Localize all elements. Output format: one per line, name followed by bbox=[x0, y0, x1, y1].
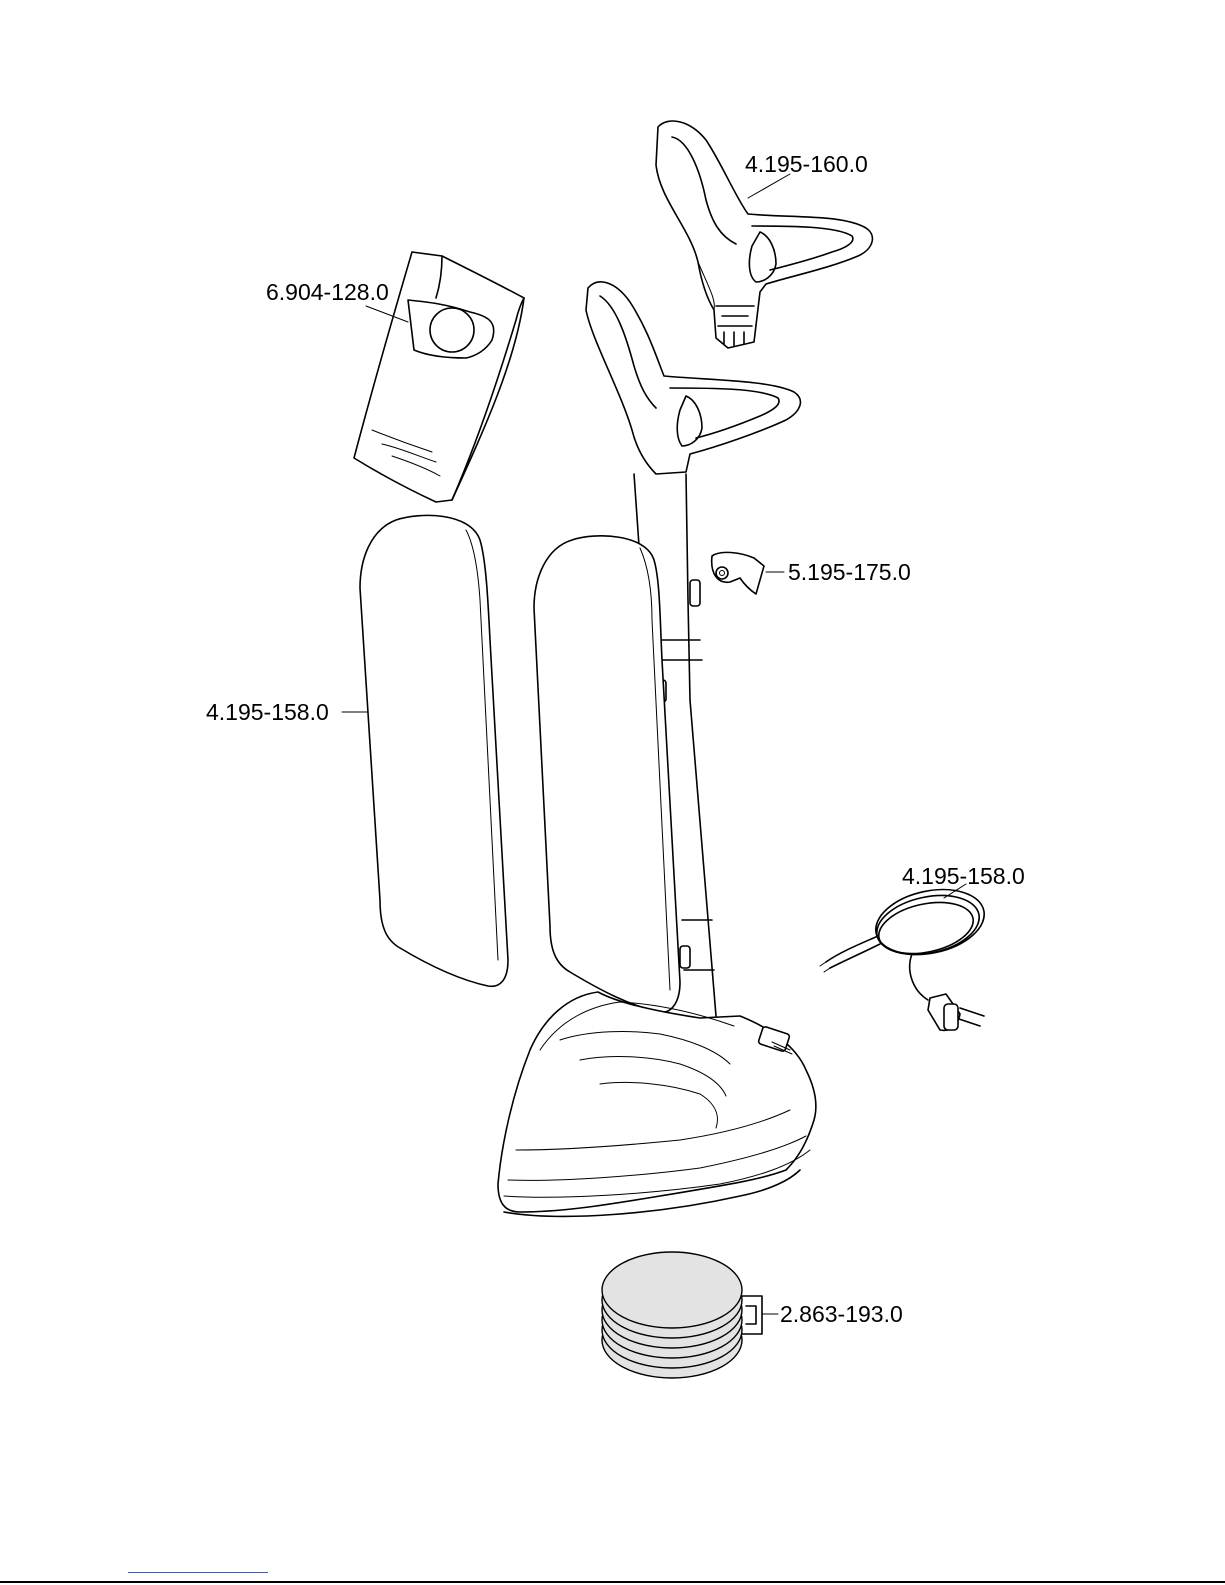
label-cable: 4.195-158.0 bbox=[902, 863, 1025, 889]
pads-part bbox=[602, 1252, 762, 1378]
main-body-part bbox=[534, 282, 800, 1016]
label-clip: 5.195-175.0 bbox=[788, 559, 911, 585]
cable-part bbox=[820, 880, 990, 1030]
label-handle-top: 4.195-160.0 bbox=[745, 151, 868, 177]
clip-part bbox=[712, 552, 764, 594]
leader-handle-top bbox=[748, 174, 790, 198]
cover-part bbox=[360, 515, 508, 986]
footer-rule bbox=[0, 1581, 1225, 1583]
base-part bbox=[498, 992, 816, 1216]
footer-link-underline bbox=[128, 1572, 268, 1573]
label-pads: 2.863-193.0 bbox=[780, 1301, 903, 1327]
label-dust-bag: 6.904-128.0 bbox=[266, 279, 389, 305]
label-cover: 4.195-158.0 bbox=[206, 699, 329, 725]
